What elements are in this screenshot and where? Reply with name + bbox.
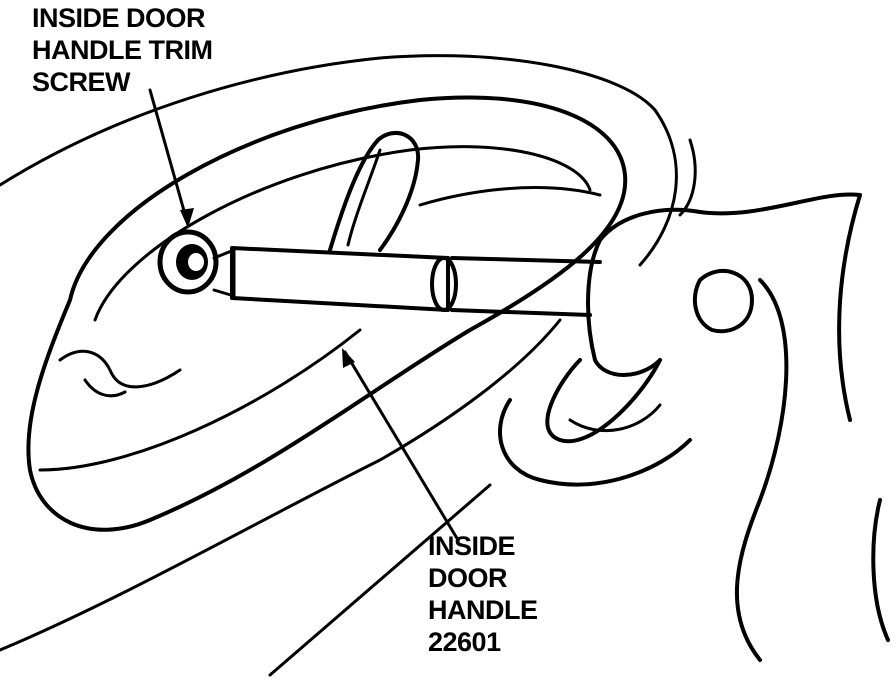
door-handle-part-number: 22601 bbox=[428, 627, 501, 657]
door-panel bbox=[0, 54, 697, 677]
door-handle-callout: INSIDE DOOR HANDLE 22601 bbox=[428, 530, 538, 658]
handle-lever bbox=[328, 130, 602, 252]
trim-screw-callout-line: INSIDE DOOR bbox=[32, 3, 206, 33]
trim-screw-callout-line: HANDLE TRIM bbox=[32, 35, 213, 65]
door-handle-callout-line: DOOR bbox=[428, 563, 507, 593]
screw-leader-arrowhead bbox=[180, 208, 194, 228]
trim-screw-callout-line: SCREW bbox=[32, 67, 131, 97]
hand bbox=[498, 192, 890, 662]
door-handle-callout-line: HANDLE bbox=[428, 595, 538, 625]
handle-escutcheon bbox=[26, 95, 628, 532]
trim-screw-callout: INSIDE DOOR HANDLE TRIM SCREW bbox=[32, 2, 213, 98]
screwdriver bbox=[212, 246, 602, 317]
handle-leader-arrowhead bbox=[342, 348, 355, 368]
door-handle-callout-line: INSIDE bbox=[428, 531, 516, 561]
trim-screw bbox=[157, 229, 219, 295]
leader-lines bbox=[148, 88, 460, 542]
